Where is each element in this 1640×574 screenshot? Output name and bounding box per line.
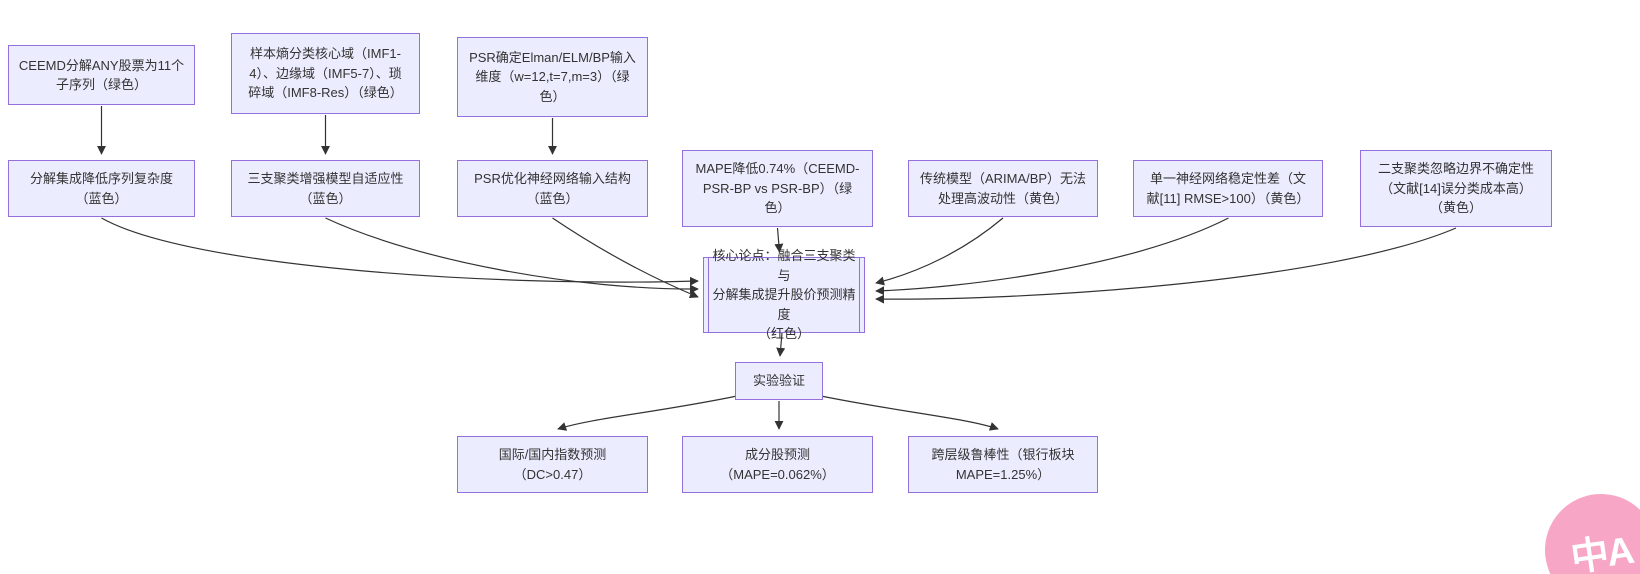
node-two-way-clustering-limit: 二支聚类忽略边界不确定性 （文献[14]误分类成本高） （黄色） [1360, 150, 1552, 227]
node-constituent-prediction: 成分股预测 （MAPE=0.062%） [682, 436, 873, 493]
edge-D-CORE [101, 217, 699, 286]
node-three-way-adaptivity: 三支聚类增强模型自适应性 （蓝色） [231, 160, 420, 217]
edge-I-CORE [875, 217, 1229, 296]
edge-EXP-M [820, 395, 999, 431]
node-ceemd-decomposition: CEEMD分解ANY股票为11个 子序列（绿色） [8, 45, 195, 105]
node-experiment-validation: 实验验证 [735, 362, 823, 400]
node-mape-improvement: MAPE降低0.74%（CEEMD- PSR-BP vs PSR-BP）（绿 色… [682, 150, 873, 227]
edge-H-CORE [875, 217, 1004, 286]
chinese-translate-icon: 中A [1568, 529, 1635, 574]
node-index-prediction: 国际/国内指数预测 （DC>0.47） [457, 436, 648, 493]
edge-E-CORE [325, 217, 699, 294]
node-sample-entropy-domains: 样本熵分类核心域（IMF1- 4）、边缘域（IMF5-7）、琐 碎域（IMF8-… [231, 33, 420, 114]
edge-F-CORE [552, 217, 699, 299]
edge-EXP-K [557, 395, 738, 431]
edge-G-CORE [774, 227, 784, 253]
node-decomposition-complexity: 分解集成降低序列复杂度 （蓝色） [8, 160, 195, 217]
node-psr-structure-optimization: PSR优化神经网络输入结构 （蓝色） [457, 160, 648, 217]
edge-J-CORE [875, 227, 1457, 304]
node-cross-level-robustness: 跨层级鲁棒性（银行板块 MAPE=1.25%） [908, 436, 1098, 493]
node-psr-input-dimension: PSR确定Elman/ELM/BP输入 维度（w=12,t=7,m=3）（绿 色… [457, 37, 648, 117]
edge-CORE-EXP [776, 332, 786, 357]
node-core-thesis: 核心论点：融合三支聚类与 分解集成提升股价预测精度 （红色） [703, 248, 865, 341]
node-traditional-model-limit: 传统模型（ARIMA/BP）无法 处理高波动性（黄色） [908, 160, 1098, 217]
node-single-nn-instability: 单一神经网络稳定性差（文 献[11] RMSE>100）（黄色） [1133, 160, 1323, 217]
